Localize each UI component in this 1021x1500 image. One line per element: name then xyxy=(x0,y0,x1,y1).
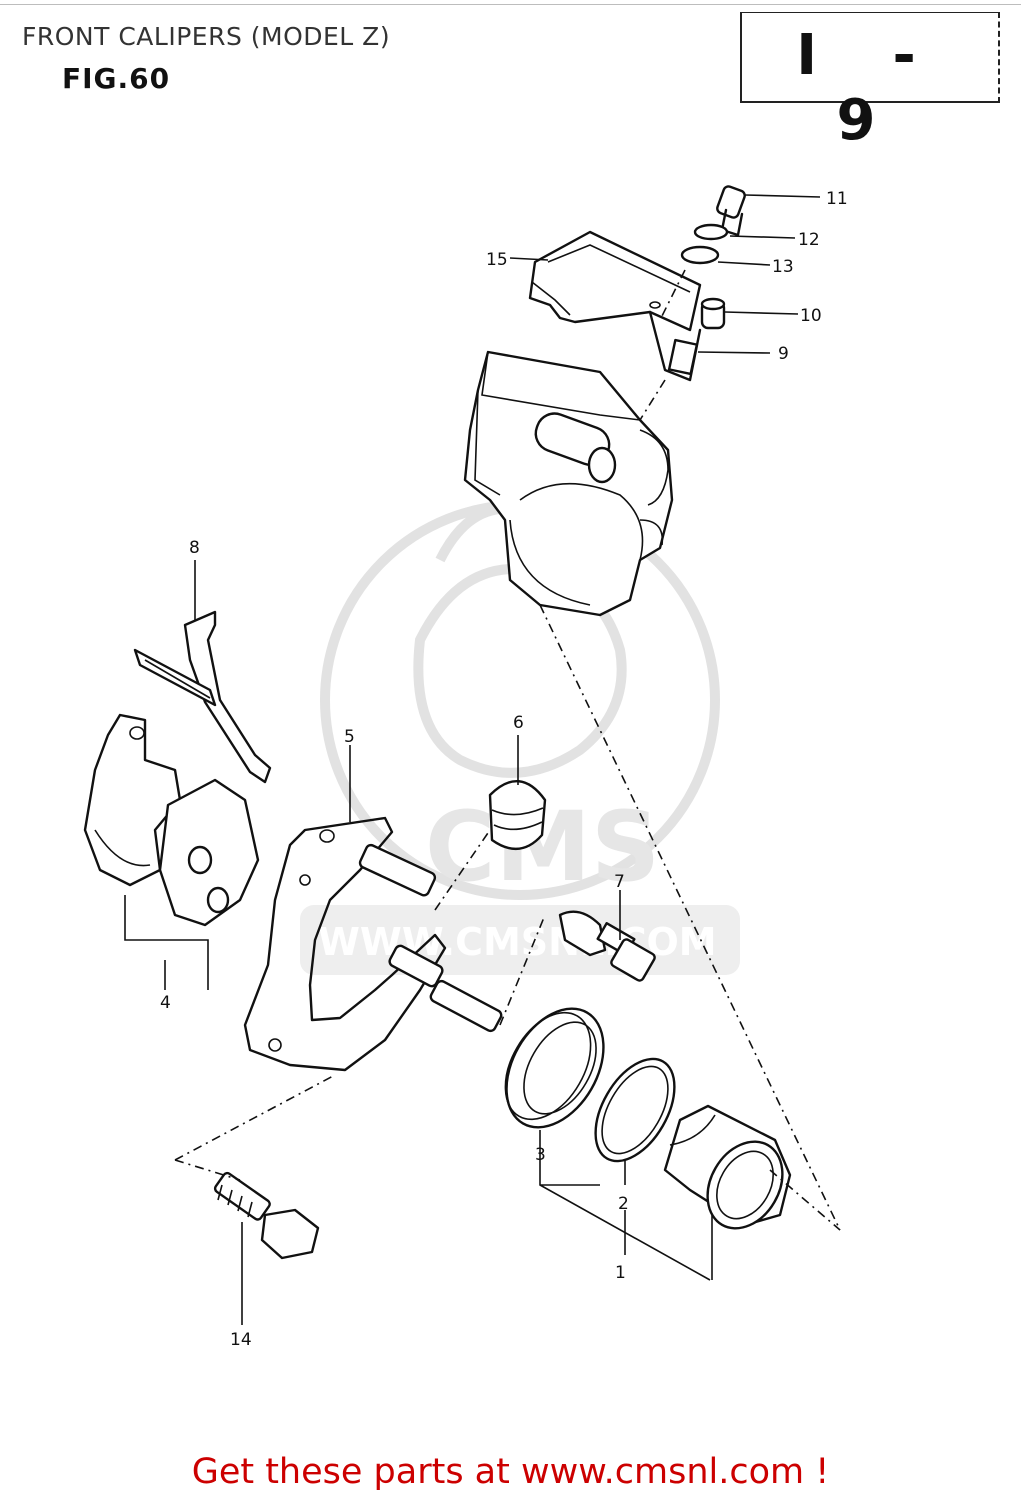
callout-10: 10 xyxy=(800,306,822,326)
callout-12: 12 xyxy=(798,230,820,250)
pad-retainer-bolt xyxy=(680,185,746,265)
page-code: I - 9 xyxy=(796,23,944,153)
callout-7: 7 xyxy=(614,872,625,892)
top-rule xyxy=(0,4,1021,5)
caliper-body xyxy=(463,350,674,617)
callout-4: 4 xyxy=(160,993,171,1013)
callout-1: 1 xyxy=(615,1263,626,1283)
caliper-piston xyxy=(663,1104,792,1230)
callout-8: 8 xyxy=(189,538,200,558)
callout-14: 14 xyxy=(230,1330,252,1350)
parts-store-link[interactable]: Get these parts at www.cmsnl.com ! xyxy=(191,1452,830,1492)
bleeder-valve xyxy=(667,297,726,376)
figure-number: FIG.60 xyxy=(62,62,171,95)
callout-5: 5 xyxy=(344,727,355,747)
callout-15: 15 xyxy=(486,250,508,270)
callout-2: 2 xyxy=(618,1194,629,1214)
callout-numbers: 1 2 3 4 5 6 7 8 9 10 11 12 13 14 15 xyxy=(160,189,848,1350)
caliper-bracket xyxy=(243,816,503,1072)
pad-shim xyxy=(133,610,272,784)
piston-seal xyxy=(504,1007,605,1129)
leader-lines xyxy=(124,194,821,1325)
mounting-bolt xyxy=(213,1171,320,1260)
watermark-url: WWW.CMSNL.COM xyxy=(318,920,717,964)
callout-13: 13 xyxy=(772,257,794,277)
callout-9: 9 xyxy=(778,344,789,364)
callout-6: 6 xyxy=(513,713,524,733)
assembly-lines xyxy=(174,269,841,1231)
callout-11: 11 xyxy=(826,189,848,209)
brake-pads xyxy=(83,713,260,927)
callout-3: 3 xyxy=(535,1145,546,1165)
dust-seal xyxy=(594,1057,676,1163)
pin-boot xyxy=(488,779,547,850)
page-code-box: I - 9 xyxy=(740,12,1000,153)
diagram-title: FRONT CALIPERS (MODEL Z) xyxy=(22,22,391,51)
